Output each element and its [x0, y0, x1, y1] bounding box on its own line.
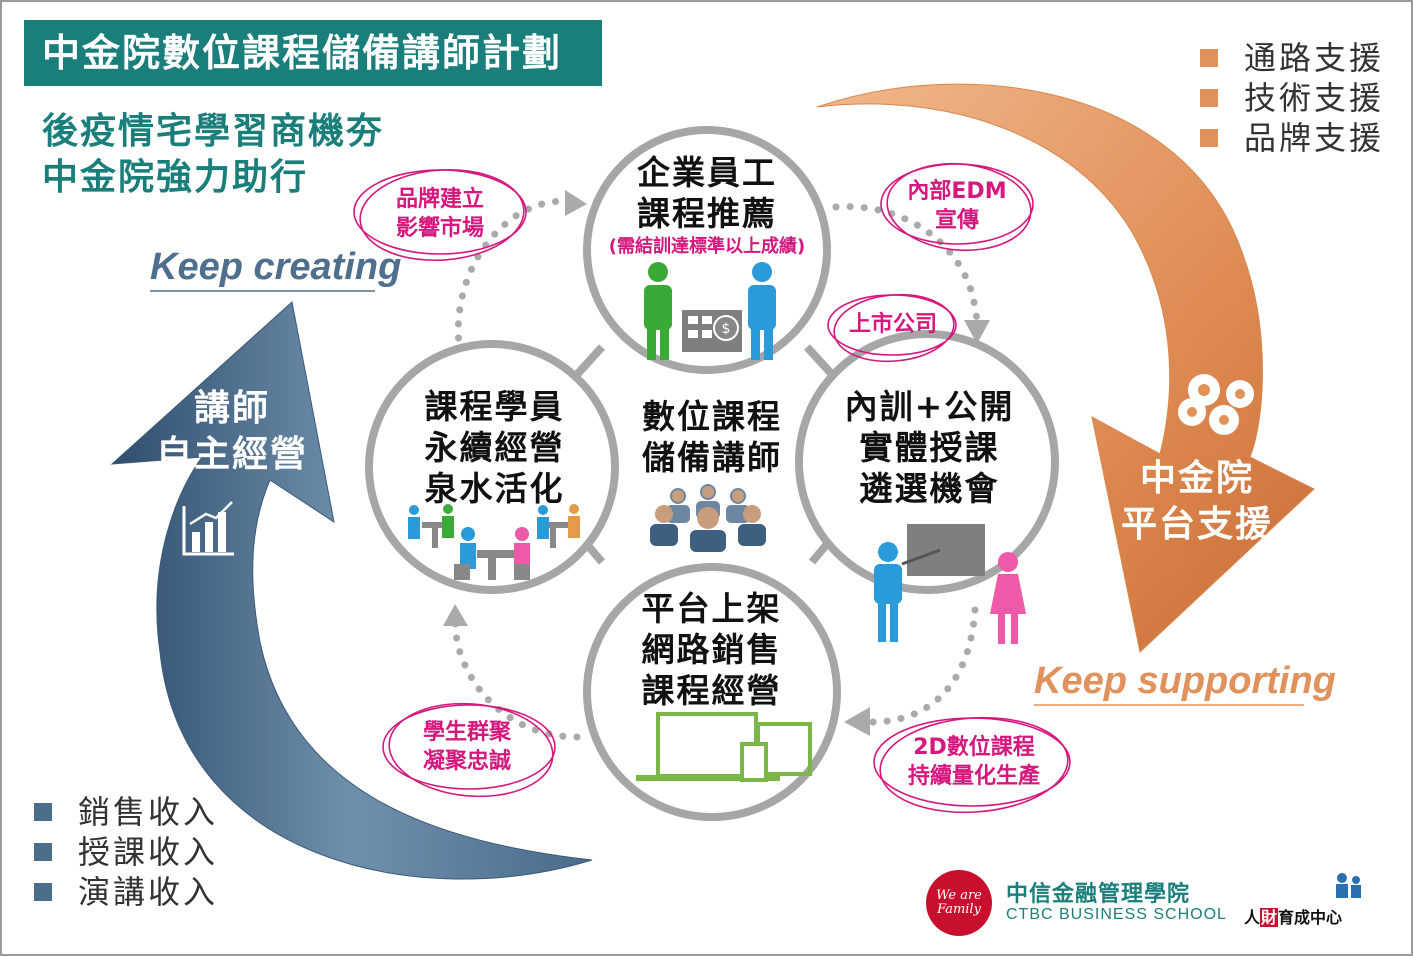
bullet-square-icon	[34, 883, 52, 901]
svg-text:$: $	[722, 321, 731, 337]
left-arrow-label: 講師 自主經營	[155, 388, 308, 475]
oval-listed: 上市公司	[848, 312, 937, 337]
business-meeting-icon: $	[644, 262, 776, 360]
school-name: 中信金融管理學院	[1006, 882, 1191, 907]
we-are-family-logo: We are Family	[926, 870, 992, 936]
circle-right	[795, 330, 1059, 594]
oval-students: 學生群聚 凝聚忠誠	[422, 720, 511, 774]
list-item: 授課收入	[34, 832, 218, 872]
support-list: 通路支援 技術支援 品牌支援	[1200, 38, 1384, 158]
right-arrow-label: 中金院 平台支援	[1120, 458, 1273, 545]
circle-bottom-label: 平台上架 網路銷售 課程經營	[641, 589, 782, 710]
list-item: 演講收入	[34, 872, 218, 912]
center-label: 數位課程 儲備講師	[642, 397, 782, 477]
list-item: 通路支援	[1200, 38, 1384, 78]
team-group-icon	[650, 484, 766, 552]
school-name-en: CTBC BUSINESS SCHOOL	[1006, 906, 1227, 923]
gears-icon	[1178, 374, 1254, 435]
circle-top-note: (需結訓達標準以上成績)	[608, 236, 806, 257]
subtitle-line-1: 後疫情宅學習商機夯	[42, 111, 385, 152]
oval-digital: 2D數位課程 持續量化生產	[907, 735, 1040, 789]
oval-edm: 內部EDM 宣傳	[907, 179, 1007, 233]
list-item: 技術支援	[1200, 78, 1384, 118]
students-studying-icon	[408, 504, 580, 580]
subtitle-line-2: 中金院強力助行	[42, 157, 309, 198]
keep-creating-label: Keep creating	[150, 246, 402, 288]
circle-bottom	[583, 563, 841, 821]
list-item: 品牌支援	[1200, 118, 1384, 158]
list-item: 銷售收入	[34, 792, 218, 832]
keep-supporting-label: Keep supporting	[1034, 660, 1336, 702]
circle-right-label: 內訓+公開 實體授課 遴選機會	[844, 387, 1015, 508]
bullet-square-icon	[34, 843, 52, 861]
circle-left-label: 課程學員 永續經營 泉水活化	[424, 387, 565, 508]
income-list: 銷售收入 授課收入 演講收入	[34, 792, 218, 912]
circle-top-label: 企業員工 課程推薦	[637, 153, 777, 233]
bullet-square-icon	[1200, 89, 1218, 107]
teacher-presentation-icon	[874, 524, 1026, 644]
left-curved-arrow	[110, 301, 593, 880]
people-icon	[1336, 873, 1361, 898]
oval-brand: 品牌建立 影響市場	[395, 187, 484, 241]
bullet-square-icon	[1200, 49, 1218, 67]
devices-icon	[636, 712, 812, 782]
hr-center-logo: 人財育成中心	[1244, 870, 1368, 927]
page-title: 中金院數位課程儲備講師計劃	[24, 20, 602, 86]
bullet-square-icon	[1200, 129, 1218, 147]
right-curved-arrow	[816, 83, 1315, 653]
bar-chart-icon	[182, 501, 234, 556]
bullet-square-icon	[34, 803, 52, 821]
